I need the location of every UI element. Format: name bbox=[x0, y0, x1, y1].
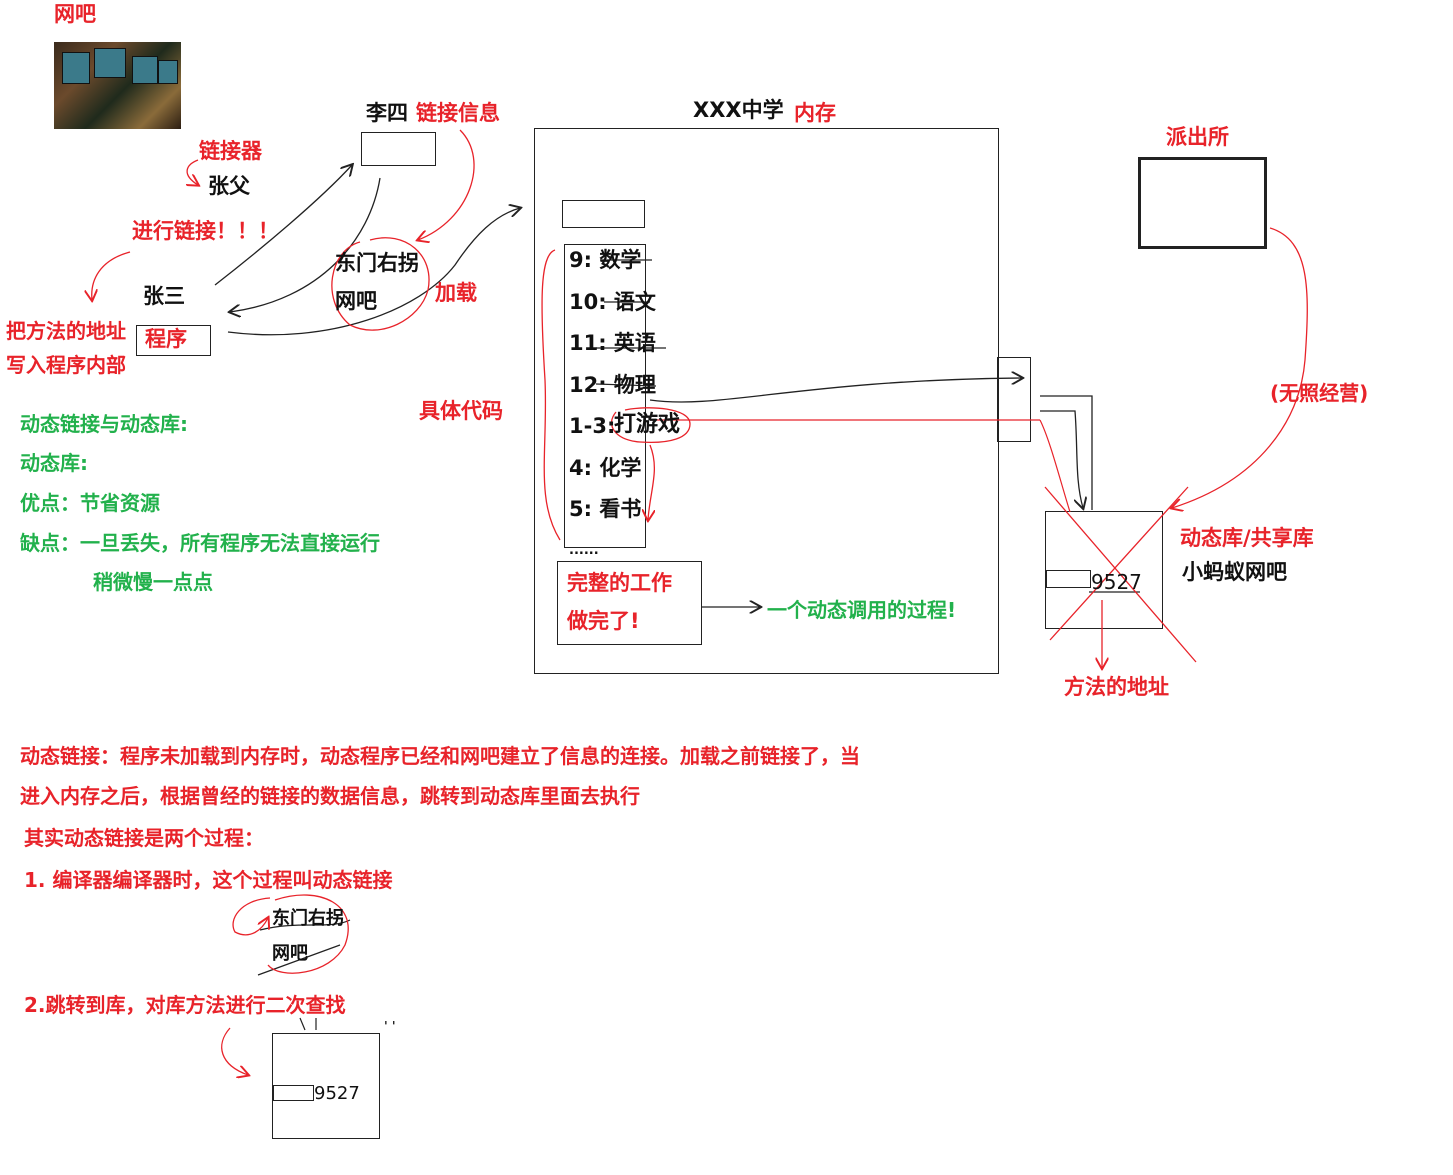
note-green: 优点：节省资源 bbox=[20, 491, 160, 515]
note-green: 缺点：一旦丢失，所有程序无法直接运行 bbox=[20, 531, 380, 555]
linker-label: 链接器 bbox=[199, 139, 262, 163]
unlicensed-label: (无照经营) bbox=[1270, 381, 1369, 405]
schedule-item: 1-3: bbox=[569, 414, 616, 438]
memory-small-box bbox=[562, 200, 645, 228]
bottom-small-box bbox=[273, 1085, 314, 1101]
note-green: 动态链接与动态库: bbox=[20, 412, 188, 436]
note-green: 稍微慢一点点 bbox=[93, 570, 213, 594]
schedule-item: 11: 英语 bbox=[569, 331, 656, 355]
memory-label: 内存 bbox=[794, 101, 836, 125]
police-box bbox=[1138, 157, 1267, 249]
library-number: 9527 bbox=[1091, 570, 1142, 594]
linking-label: 进行链接！！！ bbox=[132, 219, 279, 243]
dynamic-call-label: 一个动态调用的过程! bbox=[767, 598, 957, 622]
dongmen-line1: 东门右拐 bbox=[335, 251, 419, 275]
link-info-label: 链接信息 bbox=[416, 101, 500, 125]
schedule-item: 9: 数学 bbox=[569, 248, 642, 272]
game-label: 打游戏 bbox=[614, 412, 681, 437]
bottom-library-box bbox=[272, 1033, 380, 1139]
library-small-box bbox=[1046, 570, 1091, 588]
write-address-line1: 把方法的地址 bbox=[6, 319, 126, 343]
memory-side-box bbox=[997, 357, 1031, 442]
dongmen-line2: 网吧 bbox=[335, 289, 377, 313]
svg-text:' ': ' ' bbox=[384, 1019, 396, 1033]
school-title: XXX中学 bbox=[693, 98, 784, 122]
done-line2: 做完了! bbox=[567, 609, 640, 633]
write-address-line2: 写入程序内部 bbox=[6, 353, 126, 377]
ellipsis-label: ...... bbox=[569, 543, 599, 558]
internet-cafe-photo bbox=[54, 42, 181, 129]
zhang-fu-label: 张父 bbox=[208, 174, 250, 198]
schedule-item: 10: 语文 bbox=[569, 290, 656, 314]
load-label: 加载 bbox=[435, 281, 477, 305]
note-red-line1: 动态链接：程序未加载到内存时，动态程序已经和网吧建立了信息的连接。加载之前链接了… bbox=[20, 744, 860, 768]
note-red-step1: 1. 编译器编译器时，这个过程叫动态链接 bbox=[24, 868, 393, 892]
schedule-box bbox=[564, 244, 646, 548]
li-si-box bbox=[361, 132, 436, 166]
note-red-line2: 进入内存之后，根据曾经的链接的数据信息，跳转到动态库里面去执行 bbox=[20, 784, 640, 808]
internet-cafe-title: 网吧 bbox=[54, 2, 96, 26]
done-box bbox=[557, 561, 702, 645]
bottom-dongmen-line2: 网吧 bbox=[272, 943, 308, 964]
note-green: 动态库: bbox=[20, 451, 88, 475]
library-type-label: 动态库/共享库 bbox=[1180, 526, 1314, 550]
program-label: 程序 bbox=[145, 327, 187, 351]
program-box bbox=[136, 325, 211, 356]
note-red-line3: 其实动态链接是两个过程： bbox=[24, 826, 264, 850]
schedule-item: 5: 看书 bbox=[569, 497, 642, 521]
note-red-step2: 2.跳转到库，对库方法进行二次查找 bbox=[24, 993, 346, 1017]
schedule-item: 4: 化学 bbox=[569, 456, 642, 480]
method-address-label: 方法的地址 bbox=[1064, 675, 1169, 699]
zhang-san-label: 张三 bbox=[143, 284, 185, 308]
code-label: 具体代码 bbox=[419, 399, 503, 423]
bottom-library-number: 9527 bbox=[314, 1083, 360, 1104]
li-si-label: 李四 bbox=[366, 101, 408, 125]
done-line1: 完整的工作 bbox=[567, 571, 672, 595]
police-label: 派出所 bbox=[1166, 125, 1229, 149]
bottom-dongmen-line1: 东门右拐 bbox=[272, 908, 344, 929]
schedule-item: 12: 物理 bbox=[569, 373, 656, 397]
library-name-label: 小蚂蚁网吧 bbox=[1182, 560, 1287, 584]
